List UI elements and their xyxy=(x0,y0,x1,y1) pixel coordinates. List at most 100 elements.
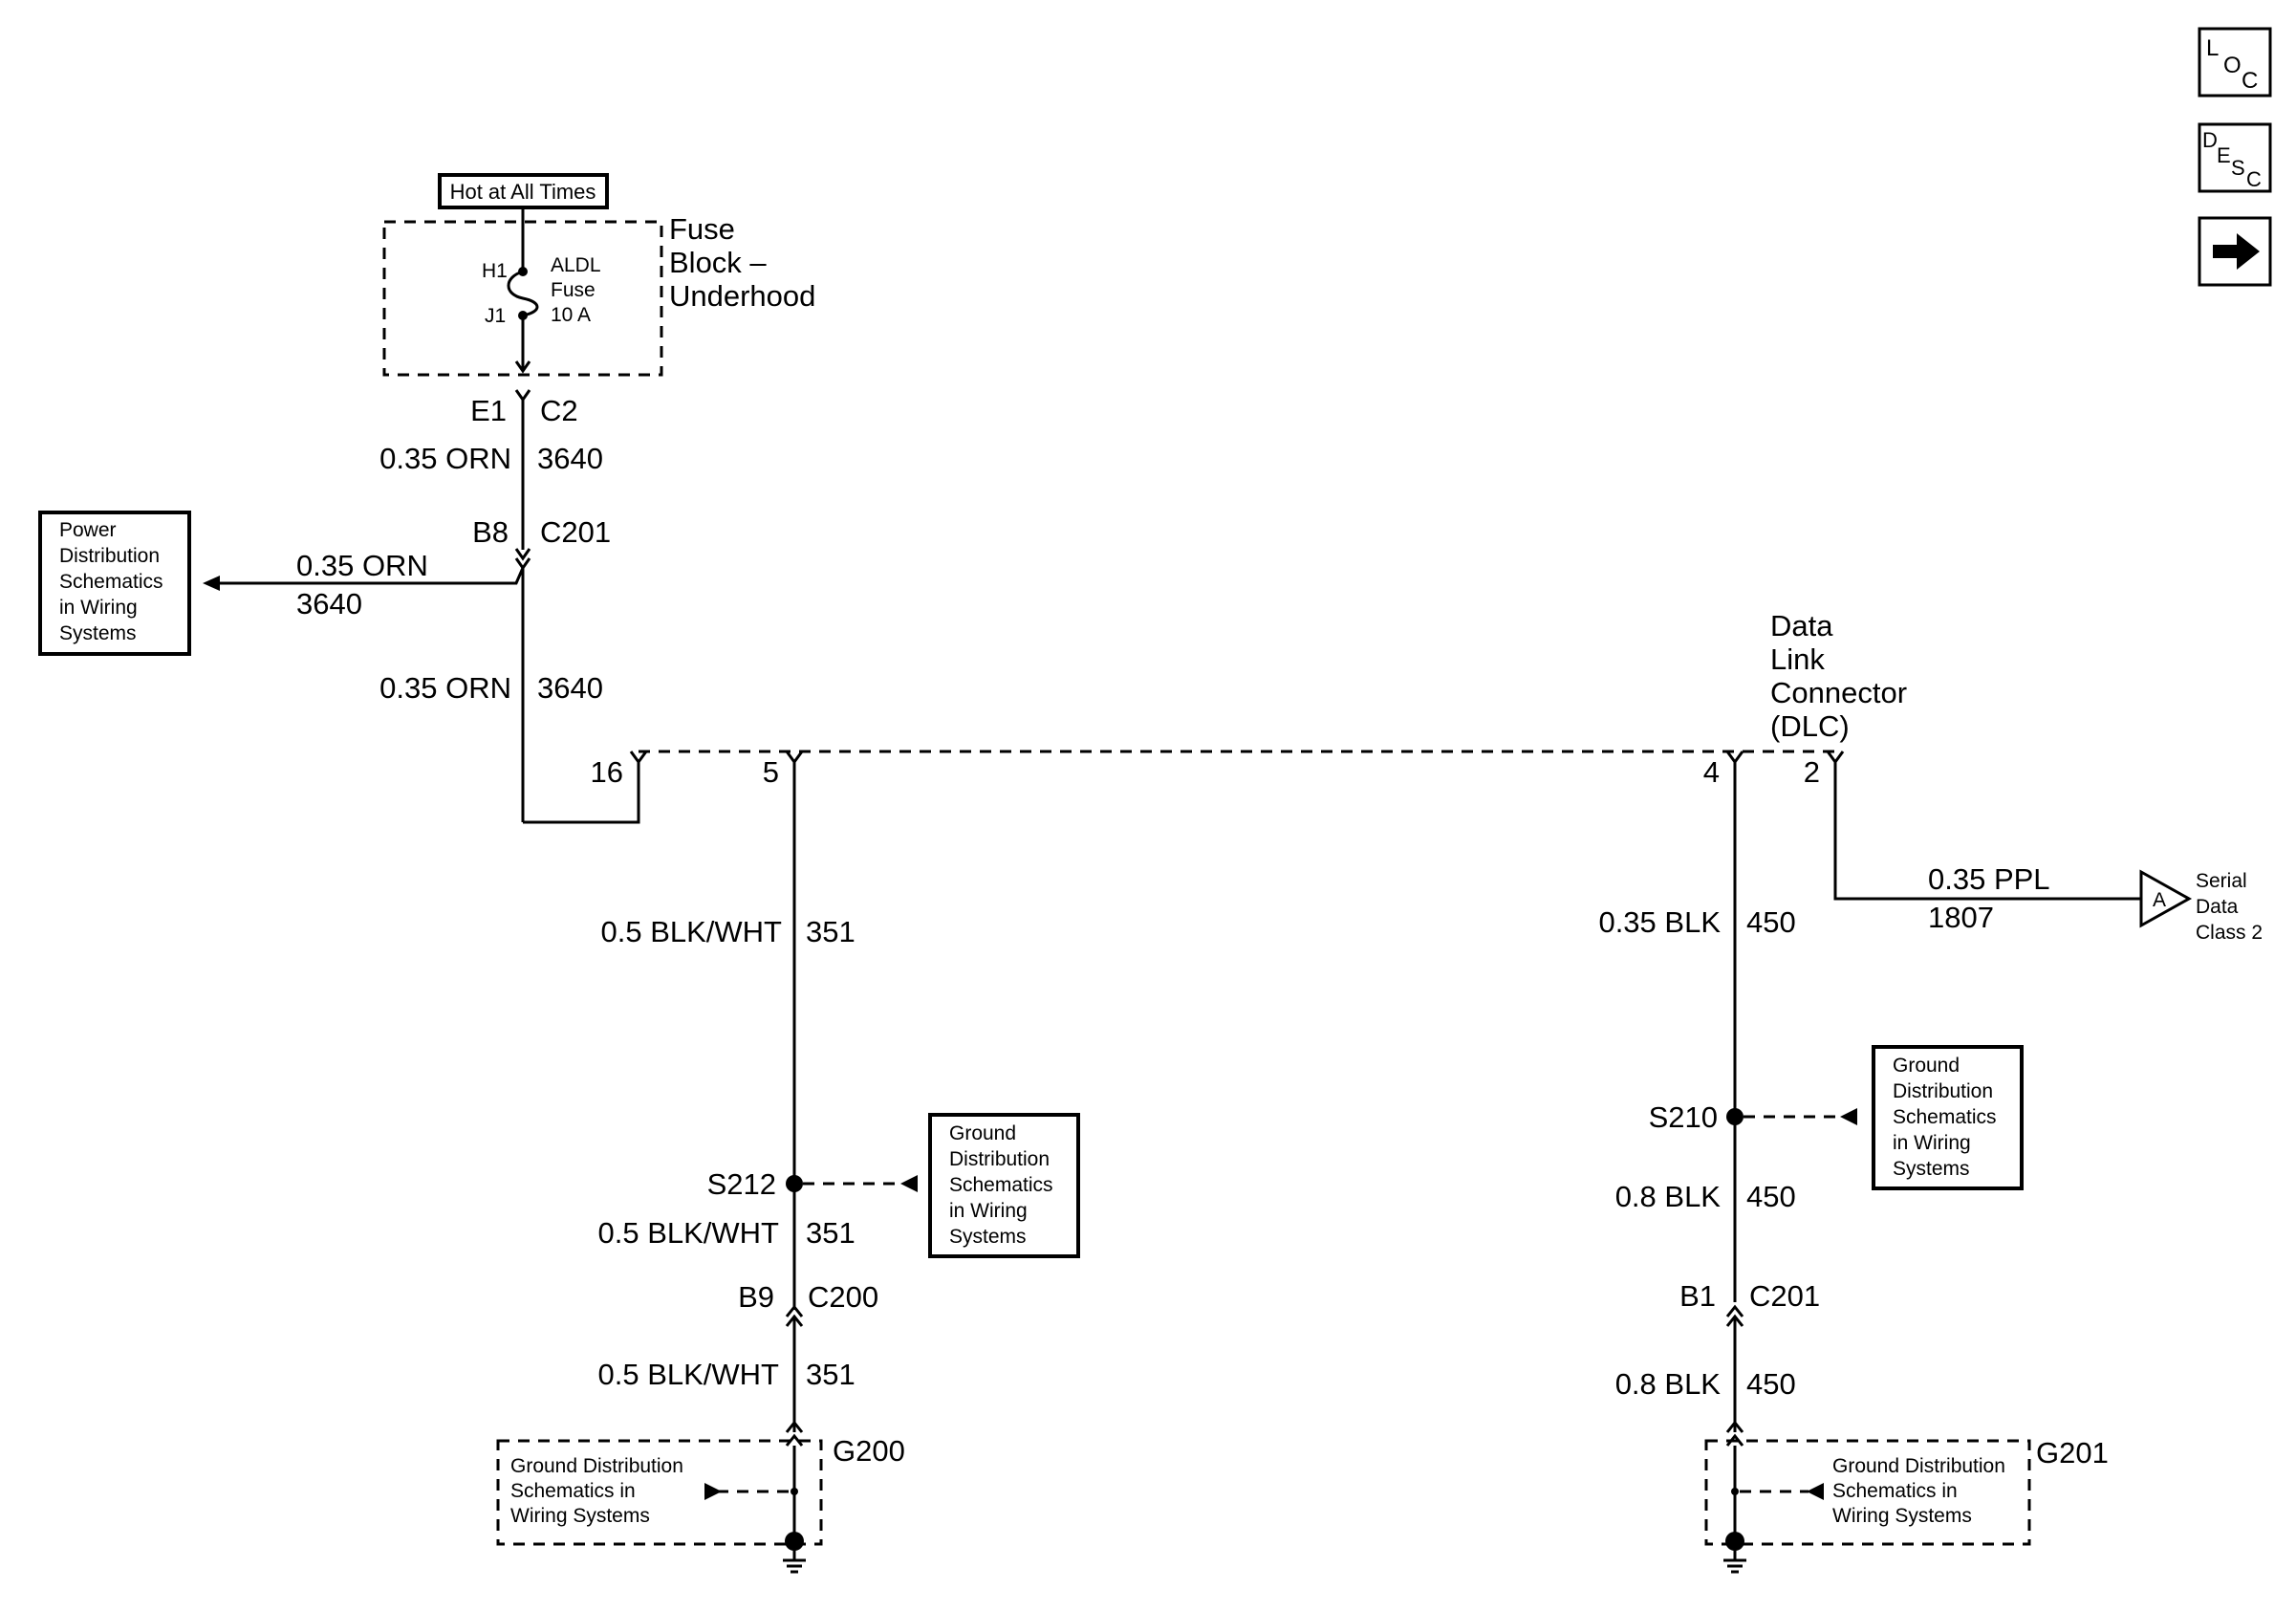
right-ground-label: G201 xyxy=(2036,1436,2109,1469)
serial-label-1: Serial xyxy=(2196,870,2247,892)
dlc-pin-16: 16 xyxy=(591,755,623,789)
right-ground-ref-2: Schematics in xyxy=(1832,1480,1958,1502)
left-conn-pin: B9 xyxy=(738,1280,774,1314)
left-wire-a-circuit: 351 xyxy=(806,915,856,948)
wire-2-circuit: 3640 xyxy=(537,671,603,705)
left-ref-line-5: Systems xyxy=(949,1226,1027,1248)
serial-label-3: Class 2 xyxy=(2196,922,2263,944)
left-ref-line-3: Schematics xyxy=(949,1174,1053,1196)
left-ground-ref-1: Ground Distribution xyxy=(510,1455,683,1477)
right-wire-a-circuit: 450 xyxy=(1746,905,1796,939)
right-wire-c-circuit: 450 xyxy=(1746,1367,1796,1401)
left-ref-line-1: Ground xyxy=(949,1122,1016,1144)
arrow-right-icon xyxy=(704,1483,722,1500)
dlc-label-3: Connector xyxy=(1770,676,1907,709)
left-wire-b-circuit: 351 xyxy=(806,1216,856,1250)
left-wire-c-circuit: 351 xyxy=(806,1358,856,1391)
right-ground-ref-3: Wiring Systems xyxy=(1832,1505,1972,1527)
desc-button[interactable]: D E S C xyxy=(2198,122,2272,193)
serial-marker-letter: A xyxy=(2153,889,2166,911)
left-ground-label: G200 xyxy=(833,1434,905,1468)
dlc-pin-2: 2 xyxy=(1804,755,1820,789)
wire-2-gauge: 0.35 ORN xyxy=(379,671,511,705)
dlc-label-2: Link xyxy=(1770,642,1825,676)
wire-1-gauge: 0.35 ORN xyxy=(379,442,511,475)
serial-wire-gauge: 0.35 PPL xyxy=(1928,862,2050,896)
fuse-term-top: H1 xyxy=(482,260,508,282)
desc-letter-c: C xyxy=(2246,167,2262,191)
conn-e1-pin: E1 xyxy=(470,394,507,427)
left-conn-name: C200 xyxy=(808,1280,878,1314)
right-ground-ref-box[interactable]: Ground Distribution Schematics in Wiring… xyxy=(1872,1045,2024,1190)
hot-at-all-times-label: Hot at All Times xyxy=(450,180,596,204)
right-splice-label: S210 xyxy=(1649,1100,1718,1134)
arrow-left-icon xyxy=(203,576,220,591)
right-ref-line-4: in Wiring xyxy=(1893,1132,1971,1154)
right-ref-line-5: Systems xyxy=(1893,1158,1970,1180)
power-ref-line-4: in Wiring xyxy=(59,597,138,619)
left-ref-line-2: Distribution xyxy=(949,1148,1050,1170)
fuse-block-outline xyxy=(382,220,663,377)
wire-1-circuit: 3640 xyxy=(537,442,603,475)
right-wire-c-gauge: 0.8 BLK xyxy=(1615,1367,1722,1401)
arrow-left-icon xyxy=(1807,1483,1824,1500)
fuse-label-2: Fuse xyxy=(551,279,596,301)
left-ground-ref-2: Schematics in xyxy=(510,1480,636,1502)
conn-b8-pin: B8 xyxy=(472,515,509,549)
desc-letter-s: S xyxy=(2231,156,2245,180)
power-distribution-ref-box[interactable]: Power Distribution Schematics in Wiring … xyxy=(38,511,191,656)
dlc-pin-5: 5 xyxy=(763,755,779,789)
right-ref-line-3: Schematics xyxy=(1893,1106,1997,1128)
next-button[interactable] xyxy=(2198,216,2272,287)
dlc-pin-4: 4 xyxy=(1703,755,1720,789)
fuse-block-label-3: Underhood xyxy=(669,279,815,313)
loc-button[interactable]: L O C xyxy=(2198,27,2272,98)
loc-letter-o: O xyxy=(2223,53,2242,78)
splice-s210 xyxy=(1726,1108,1744,1125)
arrow-left-icon xyxy=(1840,1108,1857,1125)
fuse-block-label-1: Fuse xyxy=(669,212,735,246)
serial-data-marker[interactable]: A xyxy=(2139,869,2193,928)
right-conn-pin: B1 xyxy=(1679,1279,1716,1313)
serial-label-2: Data xyxy=(2196,896,2239,918)
left-ground-ref-3: Wiring Systems xyxy=(510,1505,650,1527)
fuse-label-3: 10 A xyxy=(551,304,591,326)
dlc-label-1: Data xyxy=(1770,609,1833,642)
desc-letter-e: E xyxy=(2217,143,2231,167)
fuse-label-1: ALDL xyxy=(551,254,601,276)
arrow-right-icon xyxy=(2213,233,2260,270)
left-wire-b-gauge: 0.5 BLK/WHT xyxy=(598,1216,780,1250)
conn-c2-name: C2 xyxy=(540,394,578,427)
right-wire-b-circuit: 450 xyxy=(1746,1180,1796,1213)
left-wire-a-gauge: 0.5 BLK/WHT xyxy=(601,915,783,948)
power-ref-line-3: Schematics xyxy=(59,571,163,593)
loc-letter-l: L xyxy=(2206,35,2219,61)
branch-wire-circuit: 3640 xyxy=(296,587,362,620)
ground-icon xyxy=(1725,1532,1744,1551)
power-ref-line-2: Distribution xyxy=(59,545,160,567)
ground-icon xyxy=(785,1532,804,1551)
power-ref-line-1: Power xyxy=(59,519,117,541)
left-ref-line-4: in Wiring xyxy=(949,1200,1028,1222)
g201-outline xyxy=(1704,1439,2031,1546)
branch-wire-gauge: 0.35 ORN xyxy=(296,549,428,582)
right-wire-a-gauge: 0.35 BLK xyxy=(1598,905,1721,939)
right-ref-line-1: Ground xyxy=(1893,1055,1960,1077)
arrow-left-icon xyxy=(900,1175,918,1192)
right-wire-b-gauge: 0.8 BLK xyxy=(1615,1180,1722,1213)
desc-letter-d: D xyxy=(2202,128,2218,152)
g200-outline xyxy=(496,1439,823,1546)
fuse-term-bottom: J1 xyxy=(485,305,506,327)
power-ref-line-5: Systems xyxy=(59,622,137,644)
fuse-icon xyxy=(507,270,539,317)
left-wire-c-gauge: 0.5 BLK/WHT xyxy=(598,1358,780,1391)
dlc-label-4: (DLC) xyxy=(1770,709,1850,743)
conn-c201-top-name: C201 xyxy=(540,515,611,549)
loc-letter-c: C xyxy=(2242,68,2258,94)
right-ground-ref-1: Ground Distribution xyxy=(1832,1455,2005,1477)
right-conn-name: C201 xyxy=(1749,1279,1820,1313)
left-ground-ref-box[interactable]: Ground Distribution Schematics in Wiring… xyxy=(928,1113,1080,1258)
splice-s212 xyxy=(786,1175,803,1192)
right-ref-line-2: Distribution xyxy=(1893,1080,1993,1102)
